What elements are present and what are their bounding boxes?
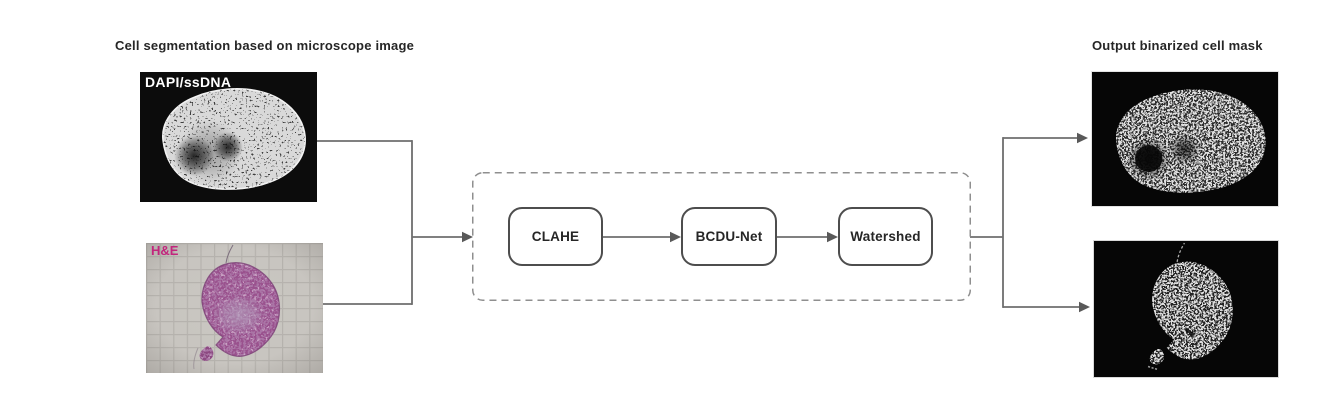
arrowhead-into-mask2 [1079, 301, 1090, 313]
pipeline-step-bcdu-net: BCDU-Net [681, 207, 777, 266]
mask-dapi-art [1092, 72, 1278, 206]
he-microscope-image: H&E [146, 243, 323, 373]
arrowhead-into-watershed [827, 231, 838, 243]
he-image-art [146, 243, 323, 373]
output-section-title: Output binarized cell mask [1092, 38, 1263, 53]
pipeline-step-clahe: CLAHE [508, 207, 603, 266]
binarized-mask-dapi-image [1091, 71, 1279, 207]
dapi-microscope-image: DAPI/ssDNA [140, 72, 317, 202]
arrowhead-into-mask1 [1077, 132, 1088, 144]
pipeline-step-clahe-label: CLAHE [531, 229, 580, 244]
he-image-label: H&E [151, 243, 179, 258]
dapi-image-art [140, 72, 317, 202]
arrowhead-into-pipeline [462, 231, 473, 243]
input-section-title: Cell segmentation based on microscope im… [115, 38, 415, 53]
binarized-mask-he-image [1093, 240, 1279, 378]
mask-he-art [1094, 241, 1278, 377]
pipeline-step-bcdu-net-label: BCDU-Net [695, 229, 763, 244]
dapi-image-label: DAPI/ssDNA [145, 74, 232, 90]
arrowhead-into-bcdu [670, 231, 681, 243]
pipeline-step-watershed-label: Watershed [850, 229, 921, 244]
pipeline-step-watershed: Watershed [838, 207, 933, 266]
